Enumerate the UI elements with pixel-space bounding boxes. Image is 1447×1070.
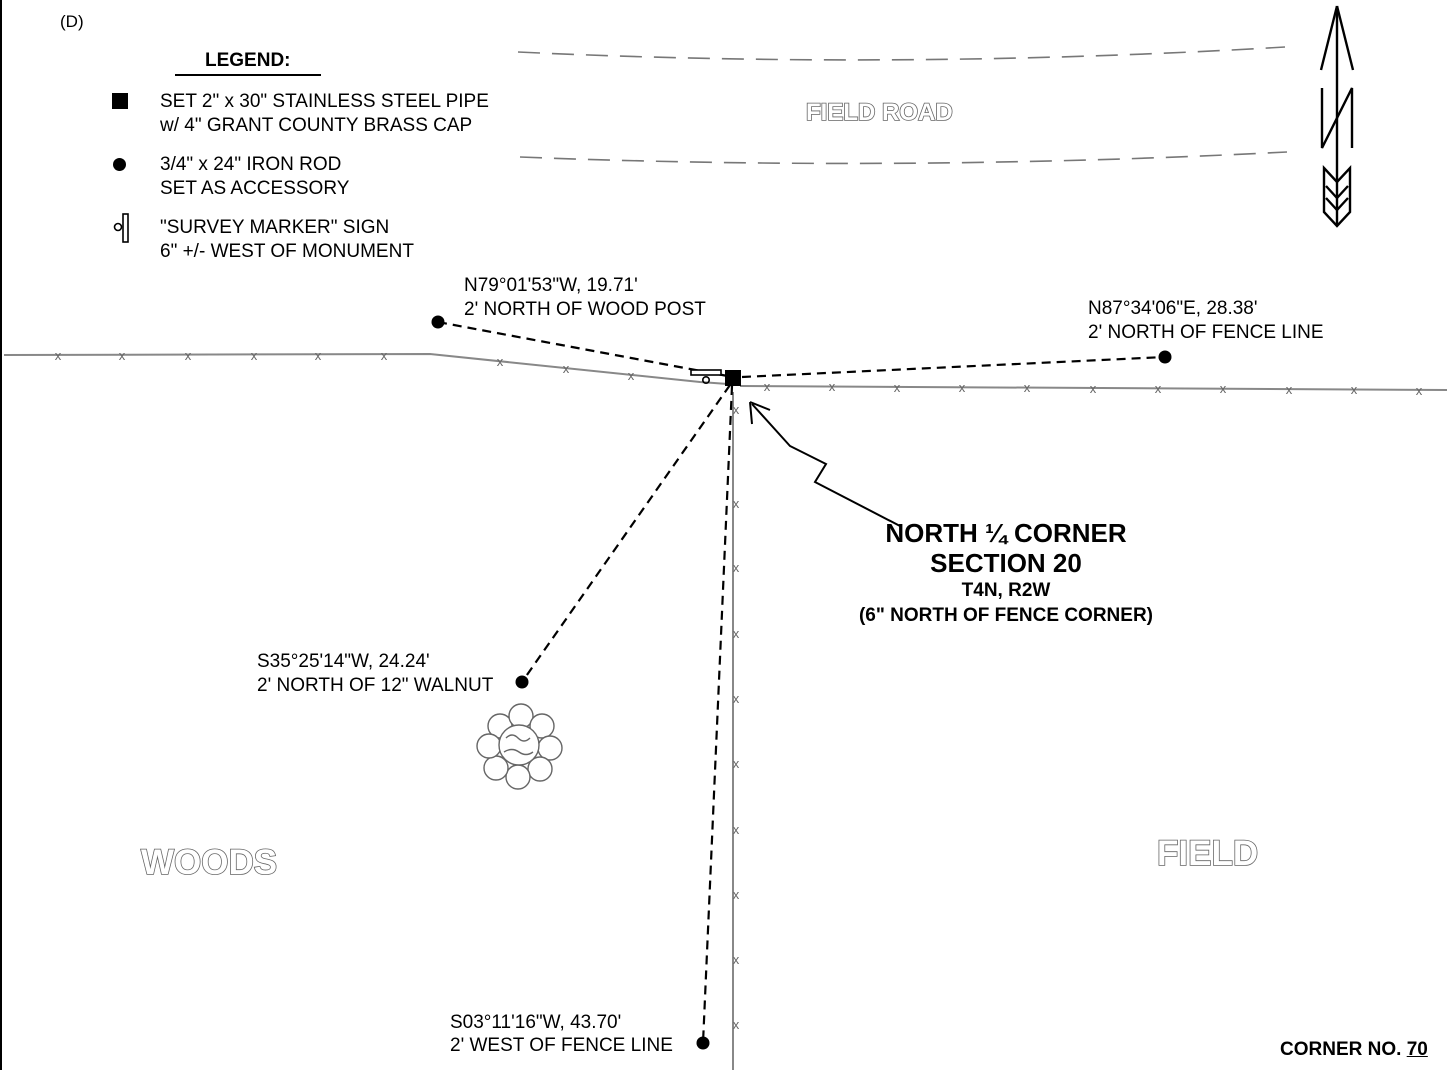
tie-ne-bearing: N87°34'06"E, 28.38' — [1088, 298, 1258, 319]
svg-text:x: x — [733, 691, 740, 706]
tie-s-desc: 2' WEST OF FENCE LINE — [450, 1035, 673, 1056]
sheet-border-left — [0, 0, 2, 1070]
svg-text:x: x — [1220, 381, 1227, 396]
svg-text:x: x — [1155, 381, 1162, 396]
svg-text:x: x — [315, 348, 322, 363]
svg-text:x: x — [1286, 382, 1293, 397]
legend-item-3-line1: "SURVEY MARKER" SIGN — [160, 217, 390, 238]
svg-text:x: x — [1090, 381, 1097, 396]
corner-number: CORNER NO. 70 — [1280, 1039, 1428, 1061]
tie-line-s — [701, 385, 734, 1044]
svg-text:x: x — [1351, 382, 1358, 397]
legend-item-1-line2: w/ 4" GRANT COUNTY BRASS CAP — [160, 115, 473, 136]
field-road-south-edge — [519, 151, 1288, 165]
woods-label: WOODS — [140, 842, 278, 883]
fence-east — [739, 385, 1447, 391]
svg-text:x: x — [733, 952, 740, 967]
corner-township: T4N, R2W — [961, 580, 1051, 601]
fence-x-marks: x x x x x x x x x x x x x x x x x x x x x x x x x x x x x x — [55, 348, 1423, 1032]
svg-text:x: x — [733, 1017, 740, 1032]
walnut-tree-icon — [476, 703, 563, 790]
tie-nw-desc: 2' NORTH OF WOOD POST — [464, 299, 706, 320]
tie-sw-desc: 2' NORTH OF 12" WALNUT — [257, 675, 494, 696]
tie-ne-desc: 2' NORTH OF FENCE LINE — [1088, 322, 1324, 343]
svg-text:x: x — [733, 822, 740, 837]
field-road-label: FIELD ROAD — [805, 98, 953, 127]
legend-title: LEGEND: — [175, 50, 321, 76]
tie-lines — [437, 320, 1166, 1044]
corner-number-value: 70 — [1406, 1039, 1428, 1060]
monument-square — [725, 370, 741, 386]
tie-line-ne — [741, 355, 1166, 379]
svg-text:x: x — [733, 402, 740, 417]
north-arrow-icon — [1319, 5, 1355, 228]
svg-text:x: x — [959, 380, 966, 395]
tie-sw-bearing: S35°25'14"W, 24.24' — [257, 651, 430, 672]
iron-rod-ne — [1158, 350, 1172, 364]
legend-item-3-line2: 6" +/- WEST OF MONUMENT — [160, 241, 414, 262]
svg-text:x: x — [628, 368, 635, 383]
corner-title-block: NORTH ¼ CORNER SECTION 20 T4N, R2W (6" N… — [836, 518, 1176, 628]
dot-rod-icon — [113, 158, 126, 171]
corner-pointer-arrow — [749, 401, 901, 527]
svg-text:x: x — [119, 348, 126, 363]
svg-text:x: x — [829, 379, 836, 394]
svg-text:x: x — [1416, 383, 1423, 398]
svg-text:x: x — [733, 887, 740, 902]
iron-rod-nw — [431, 315, 445, 329]
tie-nw-bearing: N79°01'53"W, 19.71' — [464, 275, 638, 296]
field-label: FIELD — [1156, 833, 1259, 874]
svg-text:x: x — [1024, 380, 1031, 395]
tie-line-sw — [521, 384, 731, 683]
svg-text:x: x — [381, 348, 388, 363]
svg-text:x: x — [733, 626, 740, 641]
corner-number-label: CORNER NO. — [1280, 1039, 1402, 1060]
svg-text:x: x — [733, 560, 740, 575]
corner-note: (6" NORTH OF FENCE CORNER) — [858, 605, 1153, 626]
square-monument-icon — [112, 93, 128, 109]
svg-text:x: x — [251, 348, 258, 363]
svg-text:x: x — [894, 380, 901, 395]
tie-line-nw — [437, 320, 734, 379]
svg-text:x: x — [733, 756, 740, 771]
legend-item-2-line1: 3/4" x 24" IRON ROD — [160, 154, 342, 175]
corner-title-line1: NORTH ¼ CORNER — [885, 518, 1127, 548]
svg-text:x: x — [497, 354, 504, 369]
panel-label: (D) — [60, 12, 84, 31]
legend-item-2-line2: SET AS ACCESSORY — [160, 178, 350, 199]
svg-text:x: x — [563, 361, 570, 376]
svg-text:x: x — [185, 348, 192, 363]
iron-rod-s — [696, 1036, 710, 1050]
survey-marker-sign — [690, 369, 722, 384]
svg-text:x: x — [764, 379, 771, 394]
svg-text:x: x — [733, 496, 740, 511]
corner-title-line2: SECTION 20 — [930, 548, 1082, 578]
tie-s-bearing: S03°11'16"W, 43.70' — [450, 1012, 622, 1033]
iron-rod-sw — [515, 675, 529, 689]
svg-text:x: x — [55, 348, 62, 363]
legend-item-1-line1: SET 2" x 30" STAINLESS STEEL PIPE — [160, 91, 489, 112]
field-road-north-edge — [517, 46, 1286, 61]
fence-west — [3, 352, 729, 385]
